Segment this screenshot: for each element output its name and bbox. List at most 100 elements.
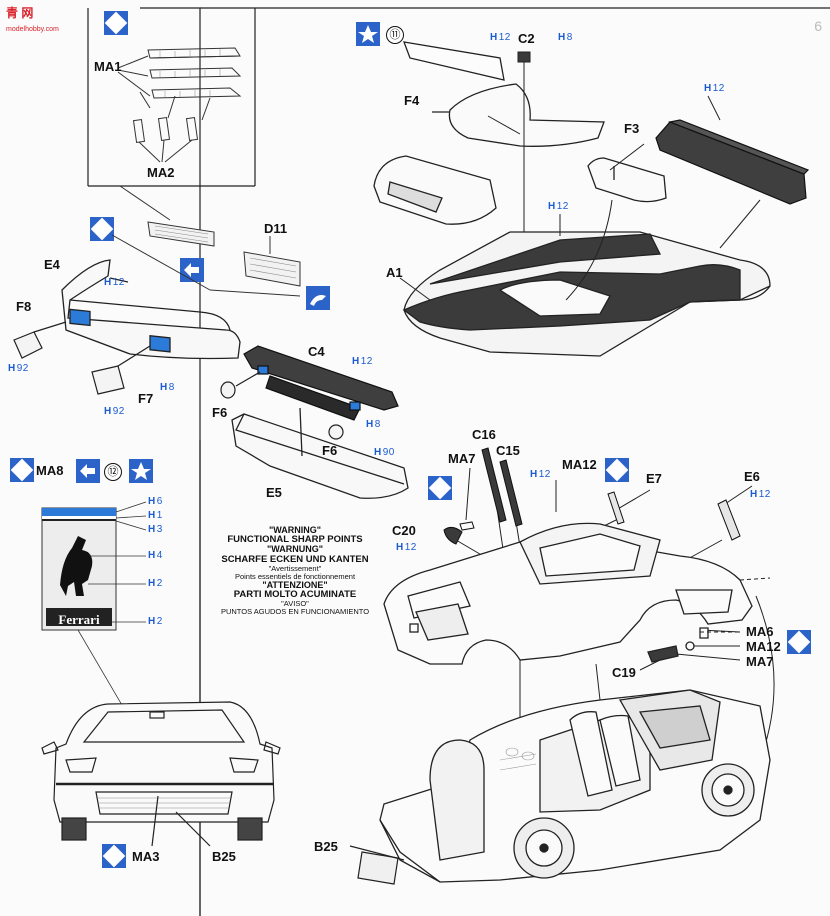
warning-it-text: PARTI MOLTO ACUMINATE: [233, 589, 357, 600]
label-e4: E4: [44, 257, 60, 272]
f3-rear-window: [587, 157, 667, 203]
warning-fr-text: Points essentiels de fonctionnement: [234, 571, 356, 581]
label-f8: F8: [16, 299, 32, 314]
label-b25-chassis: B25: [314, 839, 338, 854]
star-icon: [356, 22, 380, 46]
label-ma12-right: MA12: [746, 639, 781, 654]
paint-h12: H12: [530, 469, 551, 480]
label-f6-right: F6: [322, 443, 338, 458]
label-ma3: MA3: [132, 849, 160, 864]
f6-light: [220, 371, 344, 440]
label-e7: E7: [646, 471, 662, 486]
paint-h12: H12: [704, 83, 725, 94]
f8-light: [13, 321, 67, 359]
paint-h12: H12: [396, 542, 417, 553]
diamond-icon: [605, 458, 629, 482]
warning-de-title: "WARNUNG": [266, 544, 324, 555]
chassis: [379, 689, 771, 883]
diamond-icon: [10, 458, 34, 482]
label-c16: C16: [472, 427, 496, 442]
warning-block: "WARNING" FUNCTIONAL SHARP POINTS "WARNU…: [205, 525, 385, 616]
paint-h2: H2: [148, 578, 163, 589]
label-f6-left: F6: [212, 405, 228, 420]
glue-icon: [306, 286, 330, 310]
e7-e6-parts: [607, 491, 741, 541]
paint-h92: H92: [8, 363, 29, 374]
label-ma7-top: MA7: [448, 451, 476, 466]
paint-h8: H8: [160, 382, 175, 393]
paint-h12: H12: [490, 32, 511, 43]
label-ma1: MA1: [94, 59, 122, 74]
label-ma8: MA8: [36, 463, 64, 478]
label-c19: C19: [612, 665, 636, 680]
label-d11: D11: [264, 221, 288, 236]
e4-bumper: [61, 259, 241, 360]
b25-plate: [349, 845, 405, 885]
f7-light: [91, 345, 151, 395]
diamond-icon: [90, 217, 114, 241]
badge-text: Ferrari: [58, 612, 100, 627]
paint-h1: H1: [148, 510, 163, 521]
paint-h3: H3: [148, 524, 163, 535]
f4-windshield: [402, 41, 605, 147]
watermark-brand: 青 网: [6, 6, 34, 20]
diamond-icon: [428, 476, 452, 500]
diamond-icon: [104, 11, 128, 35]
d11-part: [243, 236, 301, 287]
paint-h4: H4: [148, 550, 163, 561]
warning-de-text: SCHARFE ECKEN UND KANTEN: [221, 553, 369, 565]
paint-h12: H12: [352, 356, 373, 367]
label-c2: C2: [518, 31, 535, 46]
warning-en-title: "WARNING": [268, 525, 322, 535]
c20-mirror: [443, 521, 475, 545]
warning-es-title: "AVISO": [281, 598, 309, 608]
step-12-marker: ⑫: [104, 463, 122, 481]
diamond-icon: [787, 630, 811, 654]
paint-h6: H6: [148, 496, 163, 507]
side-car-body: [383, 522, 753, 665]
label-ma6: MA6: [746, 624, 774, 639]
label-f7: F7: [138, 391, 154, 406]
ma1-mesh-parts: [117, 47, 242, 163]
label-a1: A1: [386, 265, 403, 280]
warning-fr-title: "Avertissement": [268, 563, 322, 573]
label-c15: C15: [496, 443, 520, 458]
e5-bumper: [231, 407, 409, 499]
label-f3: F3: [624, 121, 640, 136]
watermark-url: modelhobby.com: [6, 26, 59, 33]
label-c4: C4: [308, 344, 325, 359]
rear-engine-cover: [655, 119, 810, 205]
ma8-badge: [41, 501, 161, 771]
front-grille-part: [147, 221, 215, 247]
label-c20: C20: [392, 523, 416, 538]
star-icon: [129, 459, 153, 483]
label-ma2: MA2: [147, 165, 175, 180]
diamond-icon: [102, 844, 126, 868]
step-11-marker: ⑪: [386, 26, 404, 44]
paint-h8: H8: [366, 419, 381, 430]
paint-h12: H12: [548, 201, 569, 212]
warning-en-text: FUNCTIONAL SHARP POINTS: [227, 534, 363, 546]
a1-body-shell: [373, 155, 771, 357]
label-ma7-right: MA7: [746, 654, 774, 669]
paint-h8: H8: [558, 32, 573, 43]
paint-h92: H92: [104, 406, 125, 417]
paint-h2: H2: [148, 616, 163, 627]
label-e5: E5: [266, 485, 282, 500]
paint-h12: H12: [750, 489, 771, 500]
warning-es-text: PUNTOS AGUDOS EN FUNCIONAMIENTO: [220, 606, 370, 616]
arrow-icon: [76, 459, 100, 483]
c4-rear-panel: [243, 345, 399, 421]
front-view-car: [41, 701, 281, 847]
label-ma12-top: MA12: [562, 457, 597, 472]
label-e6: E6: [744, 469, 760, 484]
paint-h12: H12: [104, 277, 125, 288]
arrow-icon: [180, 258, 204, 282]
label-b25-front: B25: [212, 849, 236, 864]
c16-c15-parts: [481, 447, 523, 527]
paint-h90: H90: [374, 447, 395, 458]
label-f4: F4: [404, 93, 420, 108]
page-number: 6: [814, 18, 822, 34]
